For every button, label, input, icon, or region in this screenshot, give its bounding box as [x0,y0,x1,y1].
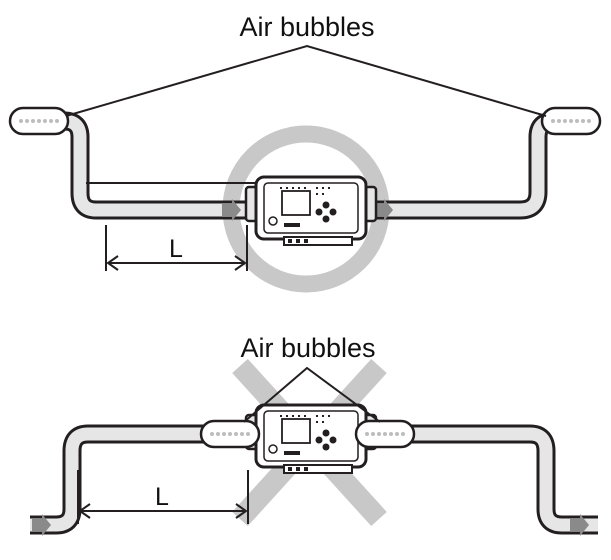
air-bubble-left [199,419,261,449]
air-bubbles-label: Air bubbles [240,333,375,363]
dimension-l-label: L [155,483,169,511]
callout-lines [65,44,547,117]
air-bubbles-label: Air bubbles [239,12,374,42]
correct-example: Air bubbles L [8,12,602,293]
callout-lines [243,366,381,423]
incorrect-example: Air bubbles L [30,333,598,536]
dimension-l-line [105,225,248,271]
pipe-bottom [30,424,598,535]
air-bubble-right [540,106,602,136]
flow-sensor-unit [244,175,378,247]
flow-arrow-icon [32,514,589,536]
dimension-l-line [77,470,249,524]
flow-arrow-icon [222,199,393,221]
air-bubble-left [8,106,70,136]
dimension-l-label: L [169,235,183,263]
air-bubble-right [354,419,416,449]
